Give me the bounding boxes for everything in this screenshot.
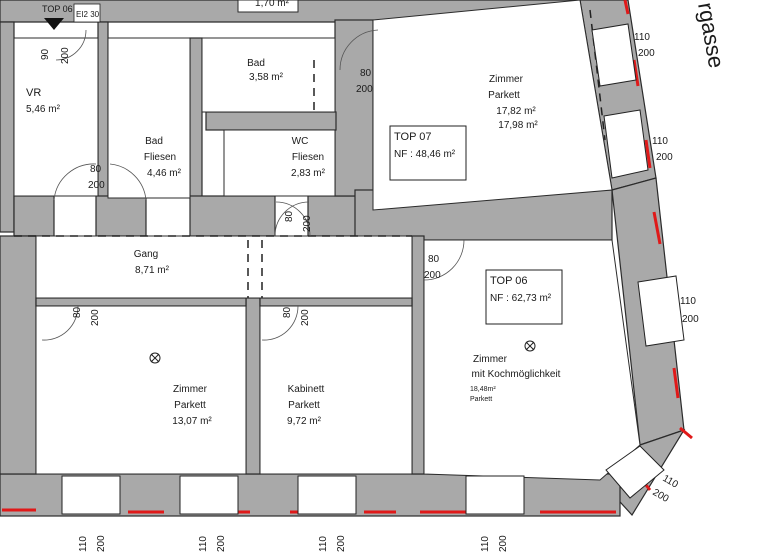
top07-box — [389, 125, 467, 181]
svg-text:200: 200 — [88, 180, 105, 191]
zimmer6-sub: mit Kochmöglichkeit — [472, 369, 561, 380]
svg-text:200: 200 — [300, 309, 311, 326]
svg-text:200: 200 — [656, 152, 673, 163]
bad2-area: 4,46 m² — [147, 168, 182, 179]
zimmer6-area: 18,48m² — [470, 386, 496, 393]
kabinett-area: 9,72 m² — [287, 416, 322, 427]
svg-text:200: 200 — [356, 84, 373, 95]
symbols — [44, 18, 536, 364]
zimmer6-name: Zimmer — [473, 354, 508, 365]
zimmer7-area2: 17,98 m² — [498, 120, 538, 131]
top06-box — [485, 269, 563, 325]
top-cut-area: 1,70 m² — [255, 0, 290, 9]
svg-text:200: 200 — [682, 314, 699, 325]
svg-text:200: 200 — [60, 47, 71, 64]
ceiling-light-icon — [524, 340, 536, 352]
svg-text:80: 80 — [428, 254, 440, 265]
top07-label: TOP 07 — [394, 131, 432, 143]
svg-text:110: 110 — [680, 296, 696, 307]
fire-rating-label: EI2 30 — [76, 10, 100, 19]
wc-sub: Fliesen — [292, 152, 324, 163]
bad2-name: Bad — [145, 136, 163, 147]
svg-text:80: 80 — [72, 306, 83, 318]
vr-area: 5,46 m² — [26, 104, 61, 115]
bad2-sub: Fliesen — [144, 152, 176, 163]
svg-text:110: 110 — [78, 536, 89, 552]
entry-arrow-icon — [44, 18, 64, 30]
svg-text:200: 200 — [302, 215, 313, 232]
svg-text:200: 200 — [498, 535, 509, 552]
zimmer7-area1: 17,82 m² — [496, 106, 536, 117]
kabinett-sub: Parkett — [288, 400, 320, 411]
kabinett-name: Kabinett — [288, 384, 325, 395]
svg-text:80: 80 — [90, 164, 102, 175]
svg-text:200: 200 — [216, 535, 227, 552]
svg-text:110: 110 — [318, 536, 329, 552]
svg-text:90: 90 — [40, 48, 51, 60]
labels: VR 5,46 m² Bad 3,58 m² 1,70 m² Bad Flies… — [26, 0, 729, 427]
zimmer7-name: Zimmer — [489, 74, 524, 85]
bad1-name: Bad — [247, 58, 265, 69]
zimmer6-floor: Parkett — [470, 396, 492, 403]
zimmer7-sub: Parkett — [488, 90, 520, 101]
vr-name: VR — [26, 87, 41, 99]
gang-area: 8,71 m² — [135, 265, 170, 276]
svg-text:200: 200 — [424, 270, 441, 281]
svg-text:200: 200 — [90, 309, 101, 326]
windows — [61, 23, 685, 515]
top07-area: NF : 48,46 m² — [394, 149, 456, 160]
wc-name: WC — [292, 136, 309, 147]
bad1-area: 3,58 m² — [249, 72, 284, 83]
zimmer1-sub: Parkett — [174, 400, 206, 411]
zimmer1-name: Zimmer — [173, 384, 208, 395]
svg-text:200: 200 — [336, 535, 347, 552]
svg-text:80: 80 — [282, 306, 293, 318]
gang-name: Gang — [134, 249, 158, 260]
entry-marker-label: TOP 06 — [42, 4, 73, 14]
wc-area: 2,83 m² — [291, 168, 326, 179]
svg-text:200: 200 — [96, 535, 107, 552]
svg-text:80: 80 — [284, 210, 295, 222]
top06-label: TOP 06 — [490, 275, 528, 287]
doors — [41, 29, 465, 341]
svg-text:80: 80 — [360, 68, 372, 79]
zimmer1-area: 13,07 m² — [172, 416, 212, 427]
svg-text:110: 110 — [652, 136, 668, 147]
dimensions: 90 200 80 200 80 200 80 200 80 200 80 20… — [40, 32, 699, 552]
svg-text:110: 110 — [480, 536, 491, 552]
rooms — [13, 0, 641, 481]
ceiling-light-icon — [149, 352, 161, 364]
top06-area: NF : 62,73 m² — [490, 293, 552, 304]
svg-text:110: 110 — [634, 32, 650, 43]
svg-text:110: 110 — [198, 536, 209, 552]
svg-text:200: 200 — [638, 48, 655, 59]
